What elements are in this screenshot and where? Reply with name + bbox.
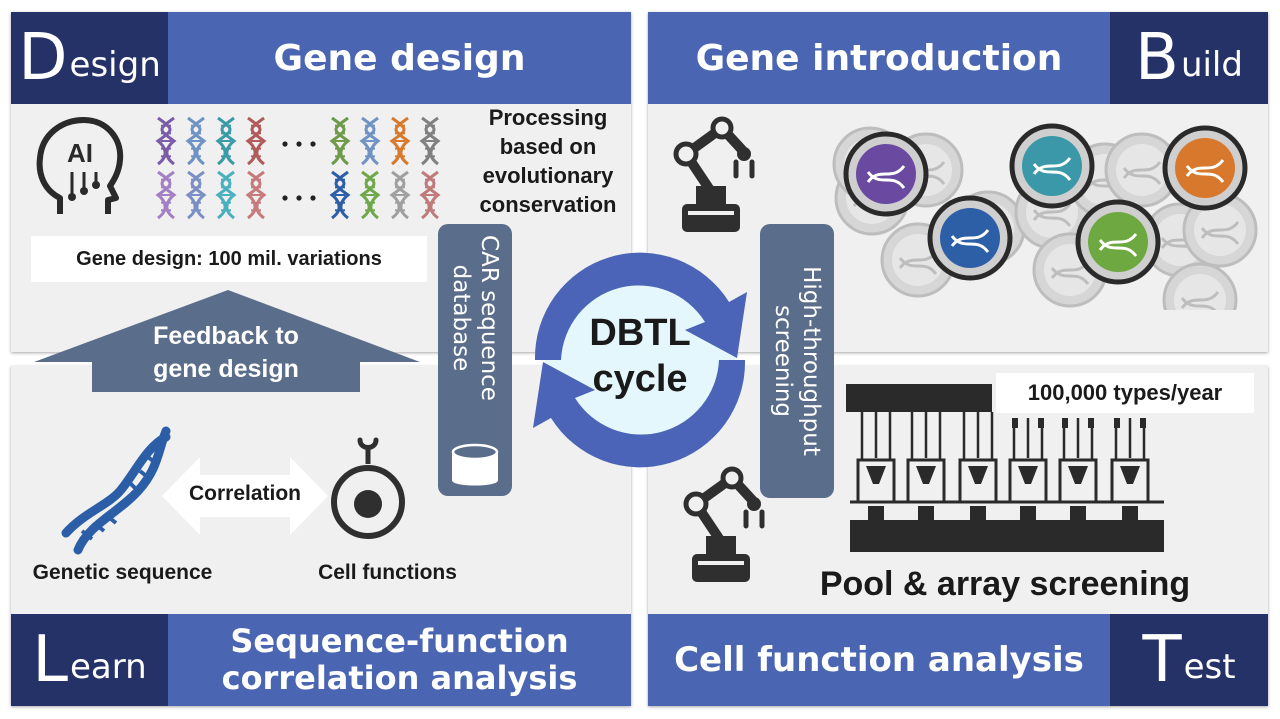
screening-line-1: High-throughput [798,266,824,456]
processing-line-3: evolutionary [482,163,614,188]
screening-label-box [760,224,834,498]
dbtl-line-2: cycle [592,358,688,400]
pipette-unit [1110,418,1150,520]
engineered-cell-icon [843,131,929,217]
test-big-letter: T [1142,623,1182,697]
design-rest-letters: esign [69,45,161,85]
build-title: Gene introduction [695,37,1063,79]
ellipsis-dot [296,195,302,201]
ai-head-icon: AI [36,117,124,214]
engineered-cell-icon [927,195,1013,281]
design-title: Gene design [273,37,526,79]
ellipsis-dot [296,141,302,147]
ellipsis-dot [282,195,288,201]
car-database-text: CAR sequence database [447,182,503,454]
dna-variant-icon [389,170,411,220]
screening-line-2: screening [770,304,796,418]
dna-variant-icon [329,170,351,220]
ellipsis-dot [282,141,288,147]
test-rest-letters: est [1183,647,1236,687]
build-title-bar: Gene introduction [648,12,1110,104]
processing-line-1: Processing [488,105,608,130]
cell-dish-icon [1162,262,1238,310]
ellipsis-dot [310,195,316,201]
car-database-line-1: CAR sequence [476,235,502,401]
feedback-line-1: Feedback to [153,322,299,350]
test-title-bar: Cell function analysis [648,614,1110,706]
pipette-head-bar [846,384,992,412]
gene-design-box-text: Gene design: 100 mil. variations [76,247,382,270]
car-database-line-2: database [448,264,474,372]
dna-variant-icon [155,116,177,166]
engineered-cell-icon [1075,199,1161,285]
gene-design-box: Gene design: 100 mil. variations [31,236,427,282]
dna-variant-icon [359,170,381,220]
dna-variant-icon [245,170,267,220]
pipette-unit [1008,418,1048,520]
dbtl-cycle-arrows [533,252,747,468]
build-rest-letters: uild [1180,45,1243,85]
database-icon [451,443,499,486]
feedback-text: Feedback to gene design [95,320,357,386]
feedback-line-2: gene design [153,355,299,383]
design-title-bar: Gene design [168,12,631,104]
cell-functions-label: Cell functions [318,561,457,584]
dna-variant-icon [185,170,207,220]
learn-title-line2: correlation analysis [221,659,578,697]
engineered-cell-icon [1162,125,1248,211]
dna-variant-icon [245,116,267,166]
processing-text: Processing based on evolutionary conserv… [466,103,630,219]
feedback-arrow [34,290,420,392]
dna-variant-icon [389,116,411,166]
dna-variant-icon [185,116,207,166]
dbtl-line-1: DBTL [589,312,691,354]
learn-big-letter: L [32,623,68,697]
robot-arm-icon-2 [683,466,765,582]
design-big-letter: D [18,21,68,95]
cell-dish-icon [1182,192,1258,268]
dna-variant-icon [359,116,381,166]
dna-variant-icon [419,170,441,220]
dna-variant-icon [419,116,441,166]
correlation-double-arrow [162,457,328,535]
pipette-array-icon [846,384,1164,552]
robot-arm-icon [673,116,755,232]
processing-line-4: conservation [479,192,617,217]
ellipsis-dot [310,141,316,147]
build-big-letter: B [1135,21,1179,95]
learn-rest-letters: earn [69,647,147,687]
test-title: Cell function analysis [674,640,1084,680]
dna-variant-icon [215,170,237,220]
dna-icon [61,426,171,555]
screening-text: High-throughput screening [769,224,825,498]
learn-title-bar: Sequence-function correlation analysis [168,614,631,706]
pipette-unit [1058,418,1098,520]
types-per-year-text: 100,000 types/year [1027,380,1223,405]
dna-variant-icon [155,170,177,220]
engineered-cell-icon [1009,123,1095,209]
pipette-unit [856,412,896,520]
processing-line-2: based on [499,134,597,159]
pipette-unit [958,412,998,520]
dna-variations-grid [155,116,441,220]
plate-base [850,520,1164,552]
cell-icon [331,437,405,539]
types-per-year-box: 100,000 types/year [996,373,1254,413]
genetic-sequence-label: Genetic sequence [32,561,213,584]
pipette-unit [906,412,946,520]
learn-title-line1: Sequence-function [230,622,569,661]
correlation-text: Correlation [188,482,301,505]
dna-variant-icon [215,116,237,166]
pool-array-text: Pool & array screening [819,565,1191,603]
dbtl-center-text: DBTL cycle [560,310,720,402]
cell-dish-cluster [832,123,1258,310]
dna-variant-icon [329,116,351,166]
ai-label: AI [67,138,93,168]
